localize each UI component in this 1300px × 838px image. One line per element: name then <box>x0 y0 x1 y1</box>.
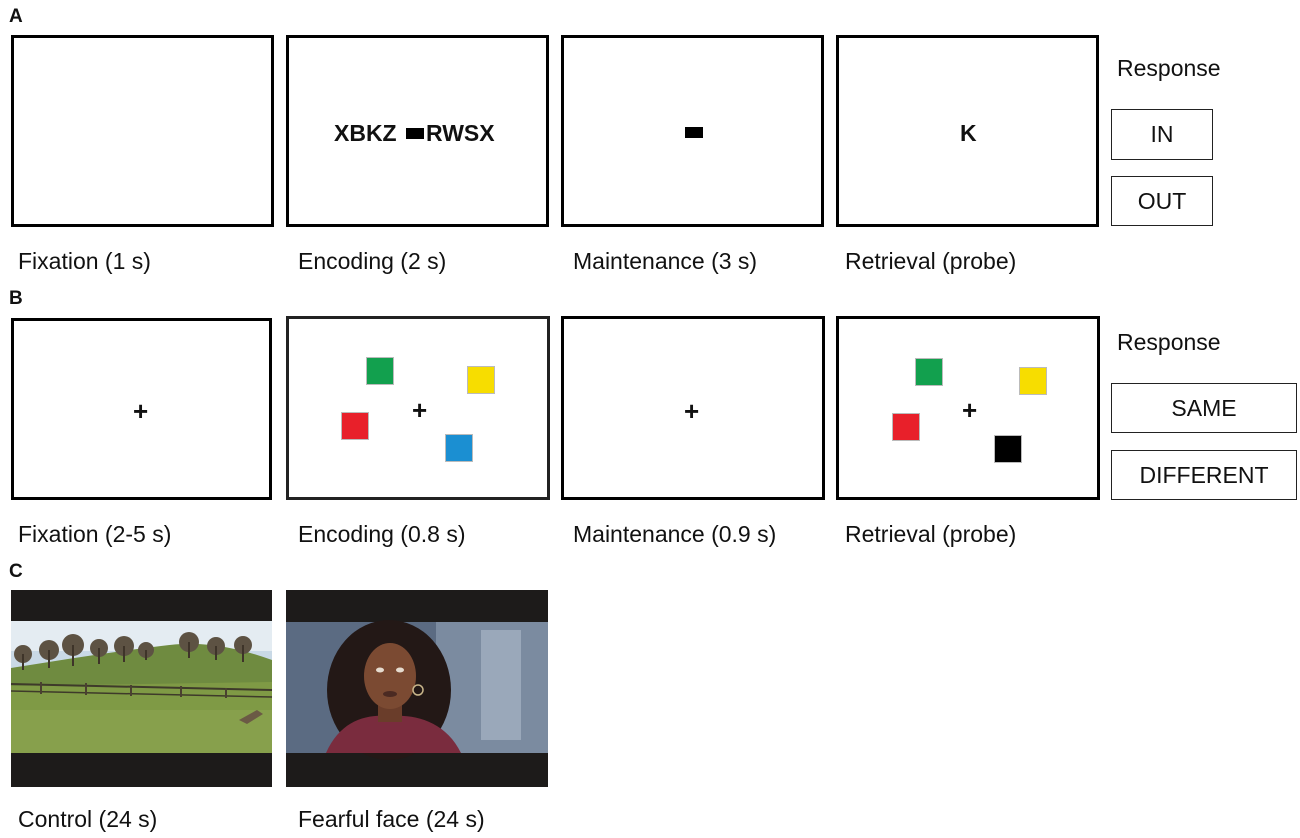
a-caption-fixation: Fixation (1 s) <box>18 248 151 274</box>
b-ret-red-square <box>892 413 920 441</box>
c-caption-control: Control (24 s) <box>18 806 158 832</box>
b-caption-retrieval: Retrieval (probe) <box>845 521 1017 547</box>
a-maintenance-screen <box>561 35 824 227</box>
b-enc-red-square <box>341 412 369 440</box>
b-ret-yellow-square <box>1019 367 1047 395</box>
c-fearful-face-image <box>286 590 548 787</box>
c-control-landscape-image <box>11 590 272 787</box>
a-response-out: OUT <box>1111 176 1213 226</box>
b-enc-yellow-square <box>467 366 495 394</box>
a-maintenance-mask-rect <box>685 127 703 138</box>
a-retrieval-screen: K <box>836 35 1099 227</box>
b-enc-fixation-cross: + <box>412 395 428 425</box>
b-caption-encoding: Encoding (0.8 s) <box>298 521 466 547</box>
a-encoding-screen: XBKZ RWSX <box>286 35 549 227</box>
c-caption-fearful-face: Fearful face (24 s) <box>298 806 485 832</box>
b-response-title: Response <box>1117 329 1221 355</box>
a-fixation-screen <box>11 35 274 227</box>
a-encoding-letters-right: RWSX <box>426 120 495 146</box>
a-probe-letter: K <box>960 120 977 146</box>
b-retrieval-screen: + <box>836 316 1100 500</box>
b-fixation-cross: + <box>133 396 149 426</box>
b-ret-green-square <box>915 358 943 386</box>
panel-b-label: B <box>9 288 23 309</box>
b-encoding-screen: + <box>286 316 550 500</box>
b-ret-fixation-cross: + <box>962 395 978 425</box>
b-maintenance-screen: + <box>561 316 825 500</box>
panel-c-label: C <box>9 561 23 582</box>
b-response-different: DIFFERENT <box>1111 450 1297 500</box>
a-caption-retrieval: Retrieval (probe) <box>845 248 1017 274</box>
b-caption-fixation: Fixation (2-5 s) <box>18 521 172 547</box>
b-enc-green-square <box>366 357 394 385</box>
b-maint-fixation-cross: + <box>684 396 700 426</box>
b-fixation-screen: + <box>11 318 272 500</box>
a-response-title: Response <box>1117 55 1221 81</box>
b-ret-black-square <box>994 435 1022 463</box>
a-caption-encoding: Encoding (2 s) <box>298 248 447 274</box>
b-enc-blue-square <box>445 434 473 462</box>
a-encoding-letters-left: XBKZ <box>334 120 397 146</box>
panel-a-label: A <box>9 6 23 27</box>
b-response-same: SAME <box>1111 383 1297 433</box>
a-encoding-mask-rect <box>406 128 424 139</box>
a-caption-maintenance: Maintenance (3 s) <box>573 248 758 274</box>
b-caption-maintenance: Maintenance (0.9 s) <box>573 521 777 547</box>
a-response-in: IN <box>1111 109 1213 160</box>
